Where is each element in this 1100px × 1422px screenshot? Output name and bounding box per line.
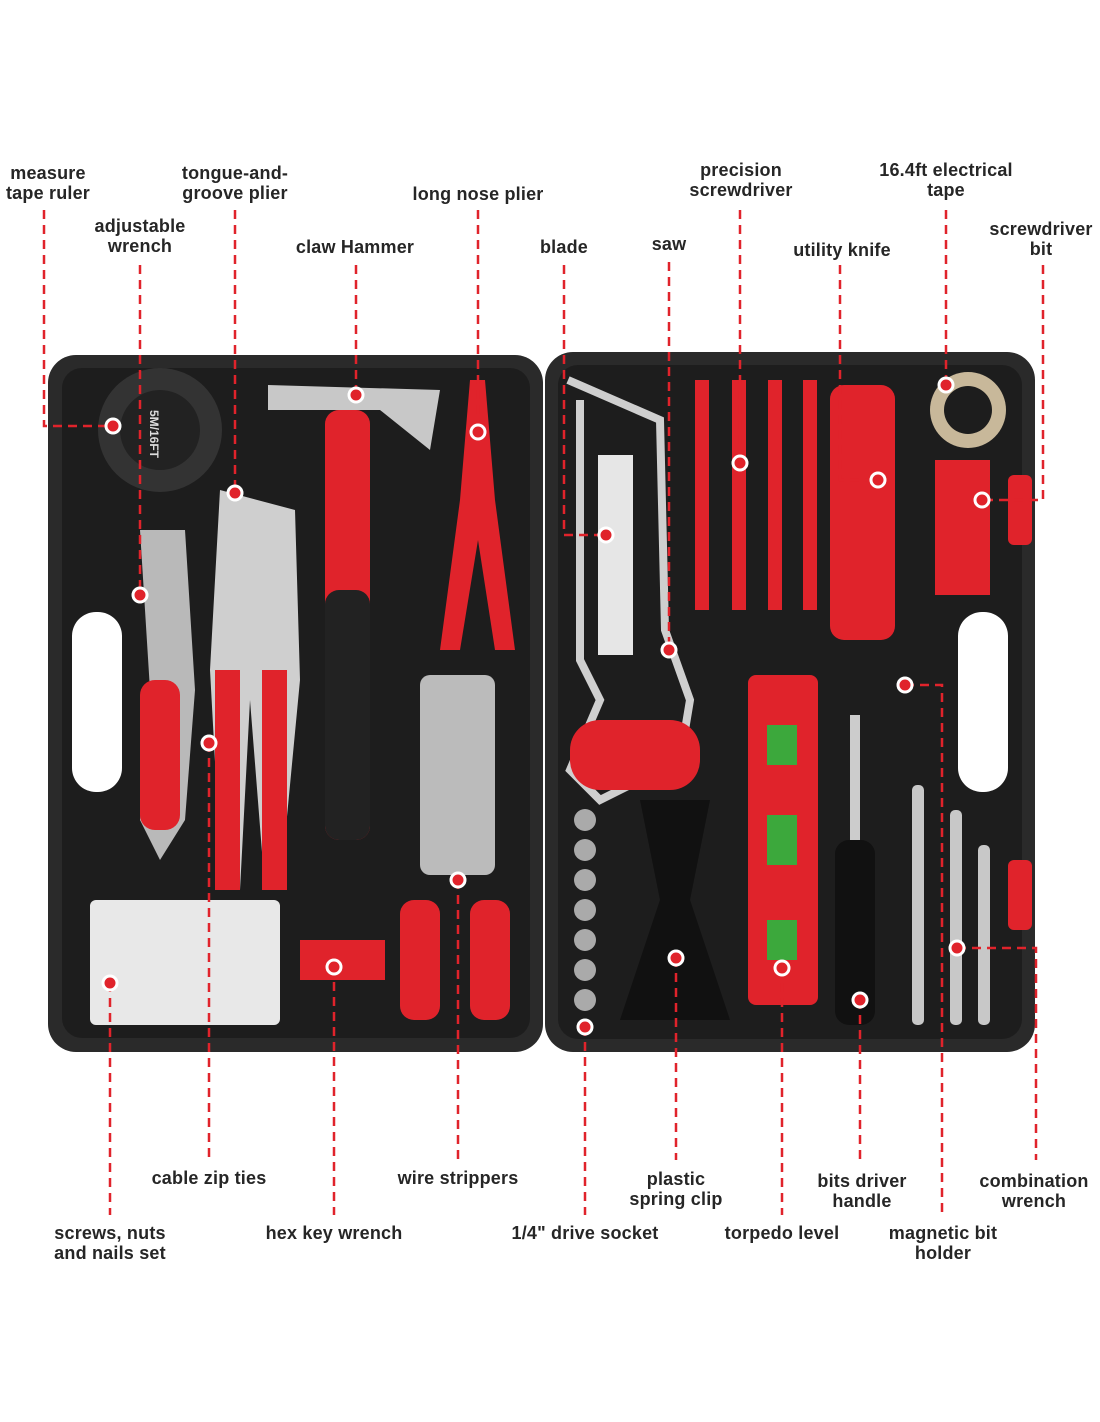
label-plastic-spring-clip: plastic spring clip xyxy=(629,1169,723,1209)
label-adjustable-wrench: adjustable wrench xyxy=(94,216,186,256)
spring-clip-shape xyxy=(620,800,730,1020)
label-wire-strippers: wire strippers xyxy=(397,1168,519,1188)
label-tongue-and-groove-plier: tongue-and- groove plier xyxy=(181,163,289,203)
label-bits-driver-handle: bits driver handle xyxy=(817,1171,907,1211)
label-combination-wrench: combination wrench xyxy=(979,1171,1089,1211)
label-saw: saw xyxy=(651,234,687,254)
label-measure-tape-ruler: measure tape ruler xyxy=(5,163,91,203)
label-utility-knife: utility knife xyxy=(793,240,891,260)
utility-knife-shape xyxy=(830,385,895,640)
label-precision-screwdriver: precision screwdriver xyxy=(689,160,793,200)
blade-pack xyxy=(598,455,633,655)
label-electrical-tape: 16.4ft electrical tape xyxy=(879,160,1013,200)
marker-dots xyxy=(101,376,991,1036)
bit-holder-shape xyxy=(935,460,990,595)
precision-screwdrivers xyxy=(695,380,817,610)
sockets xyxy=(574,809,596,1011)
screws-box xyxy=(90,900,280,1025)
label-cable-zip-ties: cable zip ties xyxy=(151,1168,267,1188)
label-blade: blade xyxy=(539,237,589,257)
label-hex-key-wrench: hex key wrench xyxy=(265,1223,403,1243)
long-nose-plier-shape xyxy=(440,380,515,650)
label-screws-nuts-nails: screws, nuts and nails set xyxy=(54,1223,166,1263)
combination-wrenches xyxy=(912,785,990,1025)
wire-stripper-shape xyxy=(420,675,495,875)
leader-lines xyxy=(42,210,1045,1215)
hammer-shape xyxy=(268,385,440,450)
label-long-nose-plier: long nose plier xyxy=(412,184,544,204)
hex-key-holder xyxy=(300,940,385,980)
label-screwdriver-bit: screwdriver bit xyxy=(989,219,1093,259)
label-torpedo-level: torpedo level xyxy=(724,1223,840,1243)
tape-marking: 5M/16FT xyxy=(147,410,161,459)
label-drive-socket: 1/4" drive socket xyxy=(511,1223,659,1243)
label-claw-hammer: claw Hammer xyxy=(295,237,415,257)
label-magnetic-bit-holder: magnetic bit holder xyxy=(888,1223,998,1263)
